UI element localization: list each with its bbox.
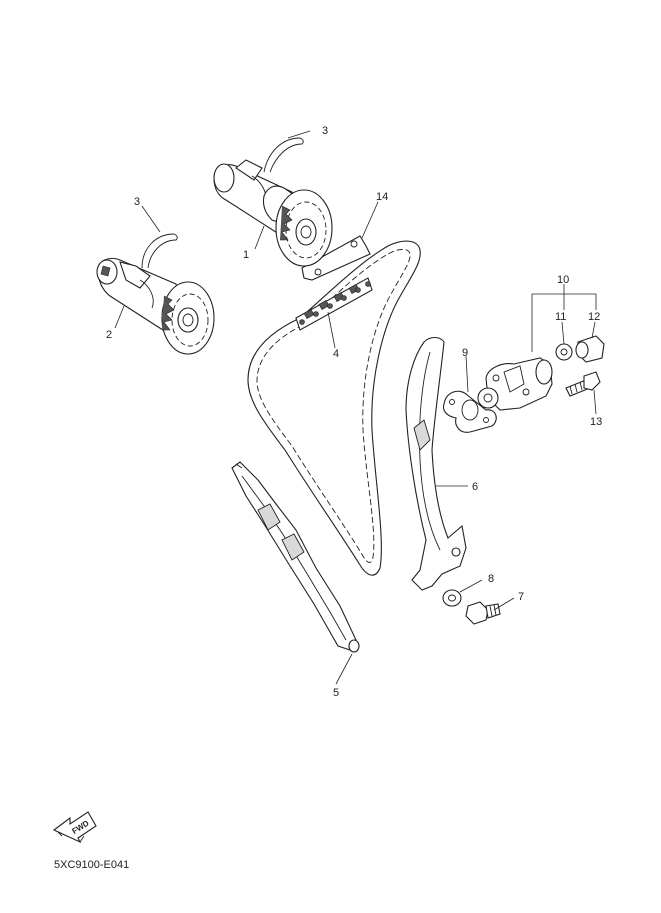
callout-8: 8 xyxy=(488,573,494,585)
callout-7: 7 xyxy=(518,591,524,603)
chain-links-detail xyxy=(295,277,373,331)
callout-2: 2 xyxy=(106,329,112,341)
callout-5: 5 xyxy=(333,687,339,699)
callouts: 1 2 3 3 4 5 6 7 8 9 10 11 12 13 14 xyxy=(106,125,602,699)
callout-13: 13 xyxy=(590,416,602,428)
tensioner-cap-bolt xyxy=(575,335,605,363)
callout-3-lower: 3 xyxy=(134,196,140,208)
callout-9: 9 xyxy=(462,347,468,359)
cam-sprocket-intake xyxy=(161,281,215,355)
bolt-guide xyxy=(465,601,501,625)
callout-1: 1 xyxy=(243,249,249,261)
callout-14: 14 xyxy=(376,191,388,203)
callout-3-upper: 3 xyxy=(322,125,328,137)
washer xyxy=(442,589,462,607)
callout-11: 11 xyxy=(555,311,566,323)
chain-guide-rear xyxy=(231,461,360,653)
callout-6: 6 xyxy=(472,481,478,493)
chain-guide-upper xyxy=(301,235,371,281)
callout-4: 4 xyxy=(333,348,339,360)
circlip-lower xyxy=(141,233,178,269)
circlip-upper xyxy=(263,137,304,173)
leader-lines xyxy=(114,130,597,685)
drawing-code: 5XC9100-E041 xyxy=(54,859,129,871)
callout-10: 10 xyxy=(557,274,569,286)
chain-guide-front xyxy=(405,336,467,591)
tensioner-washer xyxy=(555,343,573,361)
fwd-arrow-icon: FWD xyxy=(52,811,97,844)
chain-tensioner xyxy=(477,357,553,411)
cam-sprocket-exhaust xyxy=(275,189,333,267)
tensioner-gasket xyxy=(442,390,497,433)
camshaft-intake xyxy=(96,257,215,355)
camshaft-exhaust xyxy=(213,159,333,267)
callout-12: 12 xyxy=(588,311,600,323)
tensioner-bolt xyxy=(565,371,601,397)
timing-chain xyxy=(247,240,421,576)
